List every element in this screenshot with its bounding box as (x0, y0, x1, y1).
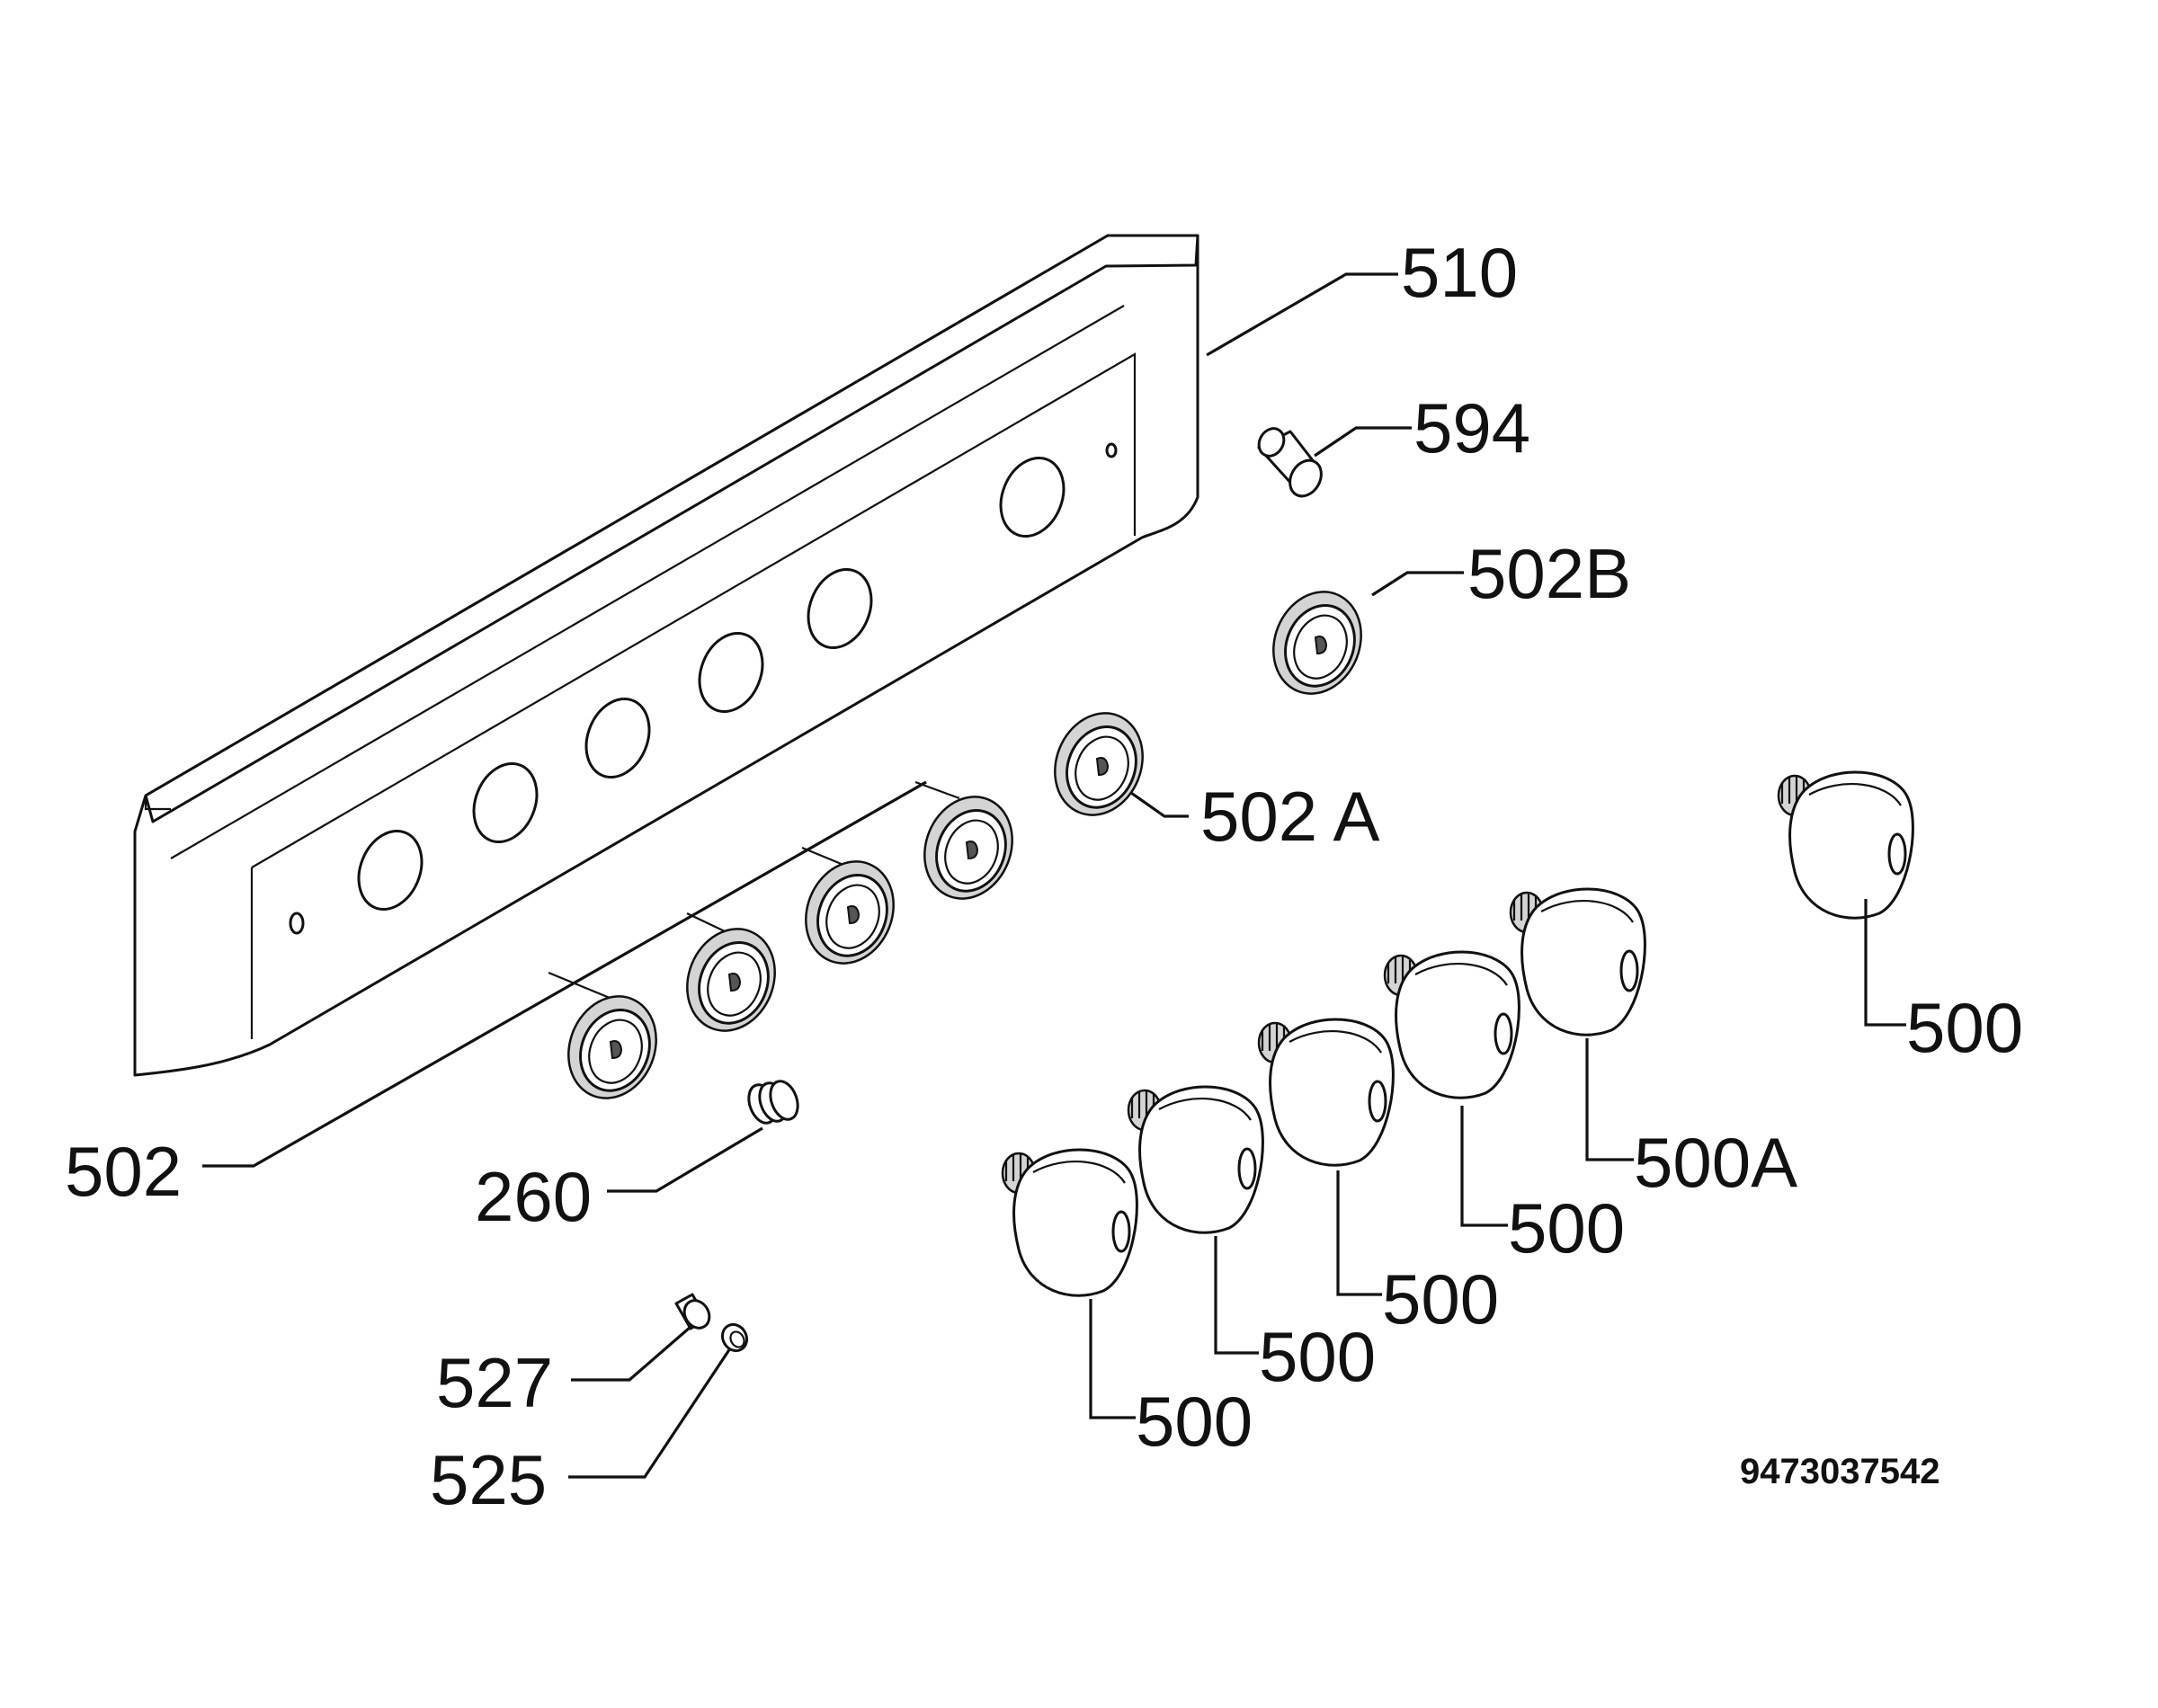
knob-500-6 (1777, 770, 1914, 920)
label-knob-1: 500 (1136, 1382, 1253, 1461)
knob-500a (1509, 887, 1646, 1036)
leader-525 (568, 1348, 732, 1479)
knob-500-4 (1383, 950, 1520, 1099)
leader-k5 (1585, 1038, 1634, 1161)
leader-510 (1206, 272, 1398, 357)
label-knob-4: 500 (1508, 1188, 1625, 1268)
document-number: 9473037542 (1740, 1452, 1940, 1491)
knob-500-2 (1127, 1085, 1264, 1234)
leader-k1 (1089, 1299, 1136, 1419)
label-knob-2: 500 (1259, 1317, 1376, 1396)
leader-k2 (1214, 1236, 1259, 1355)
label-knob-5: 500A (1634, 1123, 1797, 1202)
control-panel-510 (133, 234, 1199, 1077)
knob-500-3 (1257, 1018, 1395, 1167)
leader-502a (1130, 791, 1189, 818)
label-594: 594 (1413, 388, 1530, 467)
leader-502b (1371, 571, 1464, 597)
ring-502-3 (789, 847, 910, 978)
label-knob-6: 500 (1906, 988, 2023, 1067)
bushing-594 (1257, 427, 1323, 498)
label-527: 527 (436, 1343, 553, 1422)
ring-502-2 (671, 914, 791, 1045)
ring-502-4 (908, 782, 1029, 913)
leader-502 (202, 780, 927, 1168)
leader-k4 (1460, 1106, 1508, 1227)
label-525: 525 (430, 1440, 547, 1519)
cap-525 (720, 1322, 749, 1353)
label-knob-3: 500 (1382, 1259, 1499, 1339)
leader-k3 (1336, 1170, 1382, 1296)
knobs-group (1001, 770, 1914, 1297)
cap-527 (674, 1293, 711, 1330)
leader-k6 (1864, 899, 1906, 1027)
knob-500-1 (1001, 1148, 1138, 1297)
ring-502-1 (552, 982, 673, 1113)
spring-260 (747, 1080, 799, 1125)
label-502a: 502 A (1200, 777, 1380, 856)
label-510: 510 (1401, 233, 1518, 312)
label-260: 260 (475, 1157, 592, 1236)
ring-502b (1257, 577, 1378, 708)
label-502b: 502B (1467, 534, 1631, 613)
leader-260 (607, 1126, 763, 1193)
leader-527 (571, 1325, 692, 1382)
label-502: 502 (65, 1132, 182, 1211)
ring-502a (1039, 698, 1159, 830)
leader-594 (1314, 426, 1412, 458)
